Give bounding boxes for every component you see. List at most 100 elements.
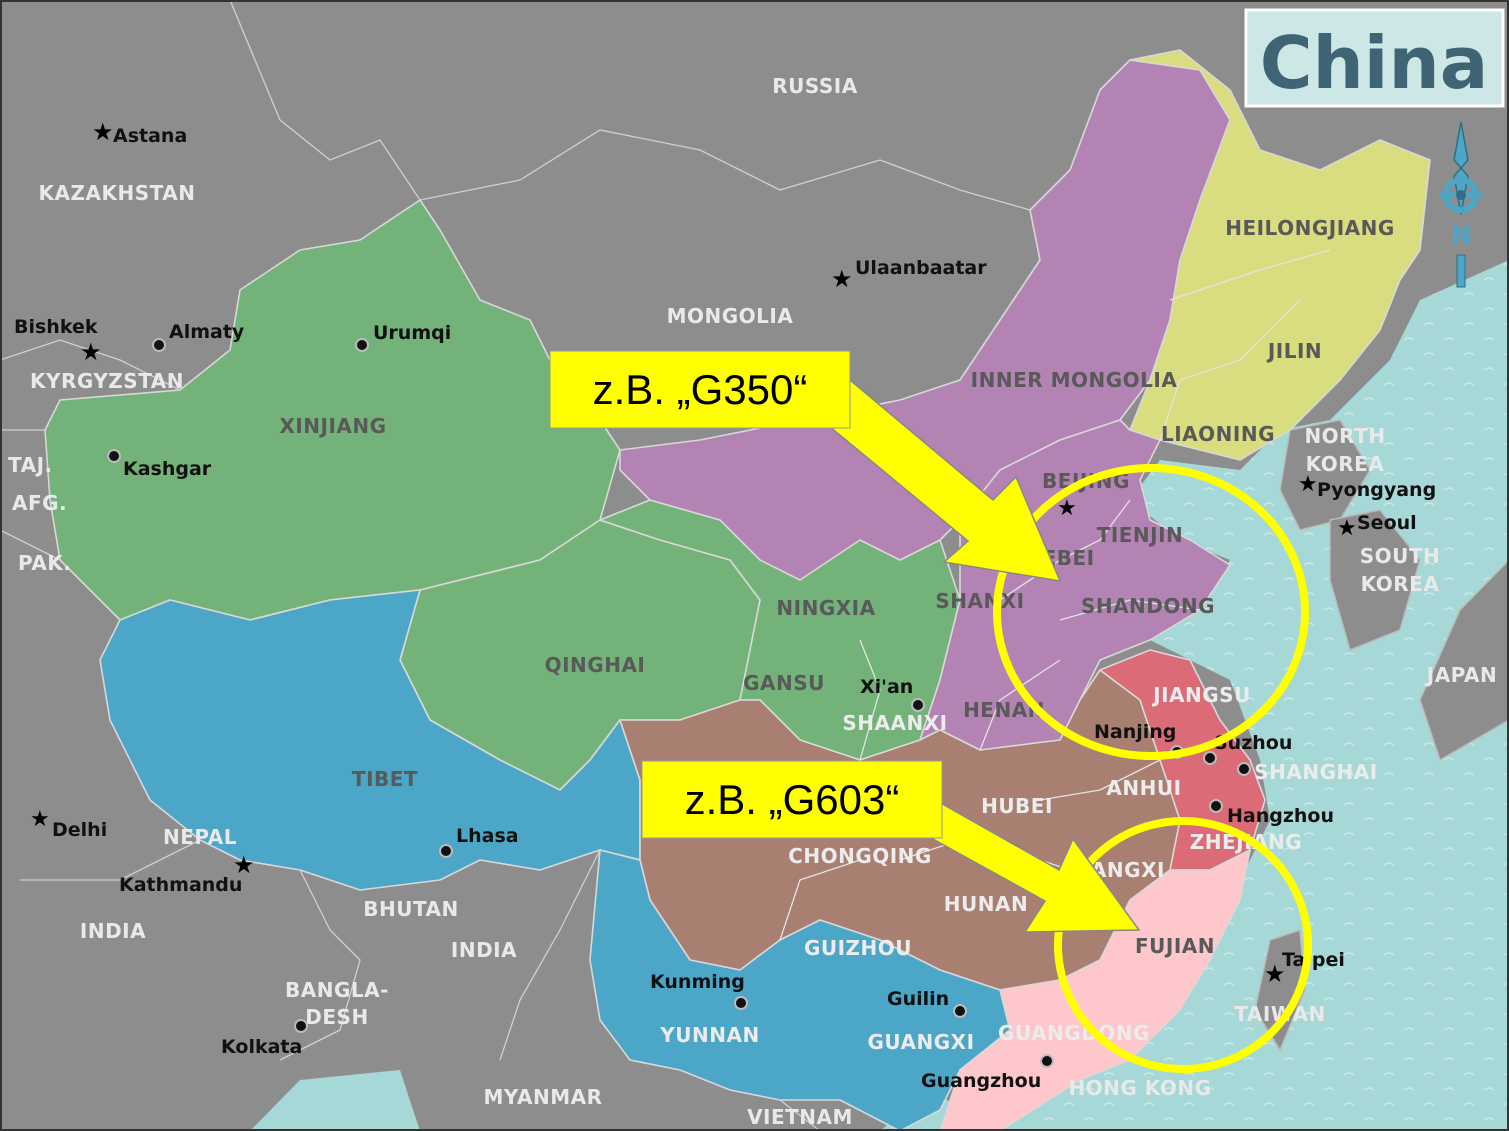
country-label: JAPAN (1425, 663, 1497, 687)
city-label: Ulaanbaatar (855, 257, 987, 279)
province-label: SHANXI (935, 589, 1024, 613)
city-label: Astana (113, 125, 187, 147)
province-labels: XINJIANG QINGHAI TIBET INNER MONGOLIA HE… (279, 216, 1394, 1054)
city-dot-icon (953, 1004, 967, 1018)
province-label: NINGXIA (776, 596, 875, 620)
city-dot-icon (1203, 751, 1217, 765)
country-borders (0, 0, 1031, 1131)
city-label: Almaty (169, 321, 245, 343)
city-label: Pyongyang (1317, 479, 1436, 501)
capital-star-icon: ★ (30, 806, 50, 831)
capital-star-icon: ★ (1298, 471, 1318, 496)
annotation-label: z.B. „G603“ (685, 776, 900, 823)
province-label: GUANGDONG (998, 1021, 1150, 1045)
province-label: TIENJIN (1097, 523, 1184, 547)
country-label: DESH (305, 1005, 368, 1029)
province-label: HEILONGJIANG (1225, 216, 1395, 240)
map-title: China (1260, 21, 1489, 105)
city-label: Kathmandu (119, 874, 242, 896)
capital-star-icon: ★ (1057, 495, 1077, 520)
arrow-g603 (911, 795, 1141, 933)
province-shapes (44, 49, 1431, 1131)
city-dot-icon (355, 338, 369, 352)
compass-north-label: N (1451, 221, 1471, 249)
city-label: Kashgar (123, 458, 212, 480)
city-markers: ★ ★ ★ ★ ★ ★ ★ ★ ★ (30, 120, 1357, 1068)
country-label: INDIA (451, 938, 517, 962)
province-label: YUNNAN (659, 1023, 759, 1047)
city-label: Seoul (1357, 512, 1417, 534)
compass-icon: N (1440, 121, 1482, 288)
title-box: China (1244, 8, 1505, 108)
province-label: HUBEI (981, 794, 1053, 818)
country-label: BHUTAN (363, 897, 459, 921)
south-korea-land (1329, 509, 1421, 652)
annotation-arrows (811, 368, 1141, 933)
annotation-label: z.B. „G350“ (593, 366, 808, 413)
city-label: Nanjing (1094, 721, 1176, 743)
province-label: HUNAN (944, 892, 1028, 916)
highlight-circles (993, 464, 1312, 1073)
city-dot-icon (439, 844, 453, 858)
country-label: KOREA (1361, 572, 1440, 596)
japan-land (1419, 558, 1509, 762)
province-label: TIBET (352, 767, 418, 791)
province-label: ANHUI (1106, 776, 1181, 800)
city-dot-icon (911, 698, 925, 712)
country-label: KYRGYZSTAN (30, 369, 184, 393)
city-label: Taipei (1282, 949, 1345, 971)
city-dot-icon (294, 1019, 308, 1033)
capital-star-icon: ★ (80, 340, 102, 366)
province-label: SHANGHAI (1254, 760, 1377, 784)
annotation-g350: z.B. „G350“ (549, 350, 851, 429)
province-label: FUJIAN (1135, 934, 1215, 958)
country-label: RUSSIA (772, 74, 857, 98)
province-label: GUANGXI (867, 1030, 974, 1054)
city-dot-icon (1040, 1054, 1054, 1068)
country-label: PAK. (18, 551, 71, 575)
country-label: NEPAL (163, 825, 237, 849)
province-label: XINJIANG (279, 414, 386, 438)
country-label: HONG KONG (1068, 1076, 1211, 1100)
country-label: MONGOLIA (667, 304, 794, 328)
country-label: INDIA (80, 919, 146, 943)
arrow-g350 (811, 368, 1062, 582)
capital-star-icon: ★ (233, 853, 255, 879)
country-label: KOREA (1306, 452, 1385, 476)
country-label: BANGLA- (285, 978, 389, 1002)
city-label: Guangzhou (921, 1070, 1041, 1092)
city-label: Hangzhou (1227, 805, 1334, 827)
country-label: MYANMAR (484, 1085, 603, 1109)
country-label: SOUTH (1360, 544, 1441, 568)
country-label: AFG. (12, 491, 67, 515)
capital-star-icon: ★ (831, 267, 853, 293)
highlight-circle-north (993, 464, 1309, 760)
country-label: VIETNAM (747, 1105, 853, 1129)
taiwan-land (1254, 928, 1306, 1052)
south-coast-region (939, 849, 1251, 1131)
province-label: QINGHAI (545, 653, 646, 677)
province-label: GUIZHOU (804, 936, 912, 960)
city-labels: Astana Bishkek Almaty Urumqi Kashgar Ula… (14, 125, 1436, 1092)
city-dot-icon (152, 338, 166, 352)
capital-star-icon: ★ (1264, 962, 1286, 988)
highlight-circle-south (1054, 817, 1312, 1073)
province-label: JIANGSU (1151, 683, 1251, 707)
annotation-g603: z.B. „G603“ (641, 760, 943, 839)
city-dot-icon (1209, 799, 1223, 813)
city-label: Xi'an (860, 676, 913, 698)
province-label: GANSU (743, 671, 825, 695)
city-label: Kolkata (221, 1036, 302, 1058)
province-label: INNER MONGOLIA (971, 368, 1178, 392)
city-dot-icon (1237, 762, 1251, 776)
city-label: Lhasa (456, 825, 519, 847)
province-label: CHONGQING (788, 844, 932, 868)
country-label: TAJ. (8, 453, 53, 477)
country-label: KAZAKHSTAN (39, 181, 196, 205)
northeast-region (1129, 49, 1431, 461)
city-label: Delhi (52, 819, 107, 841)
capital-star-icon: ★ (92, 120, 114, 146)
